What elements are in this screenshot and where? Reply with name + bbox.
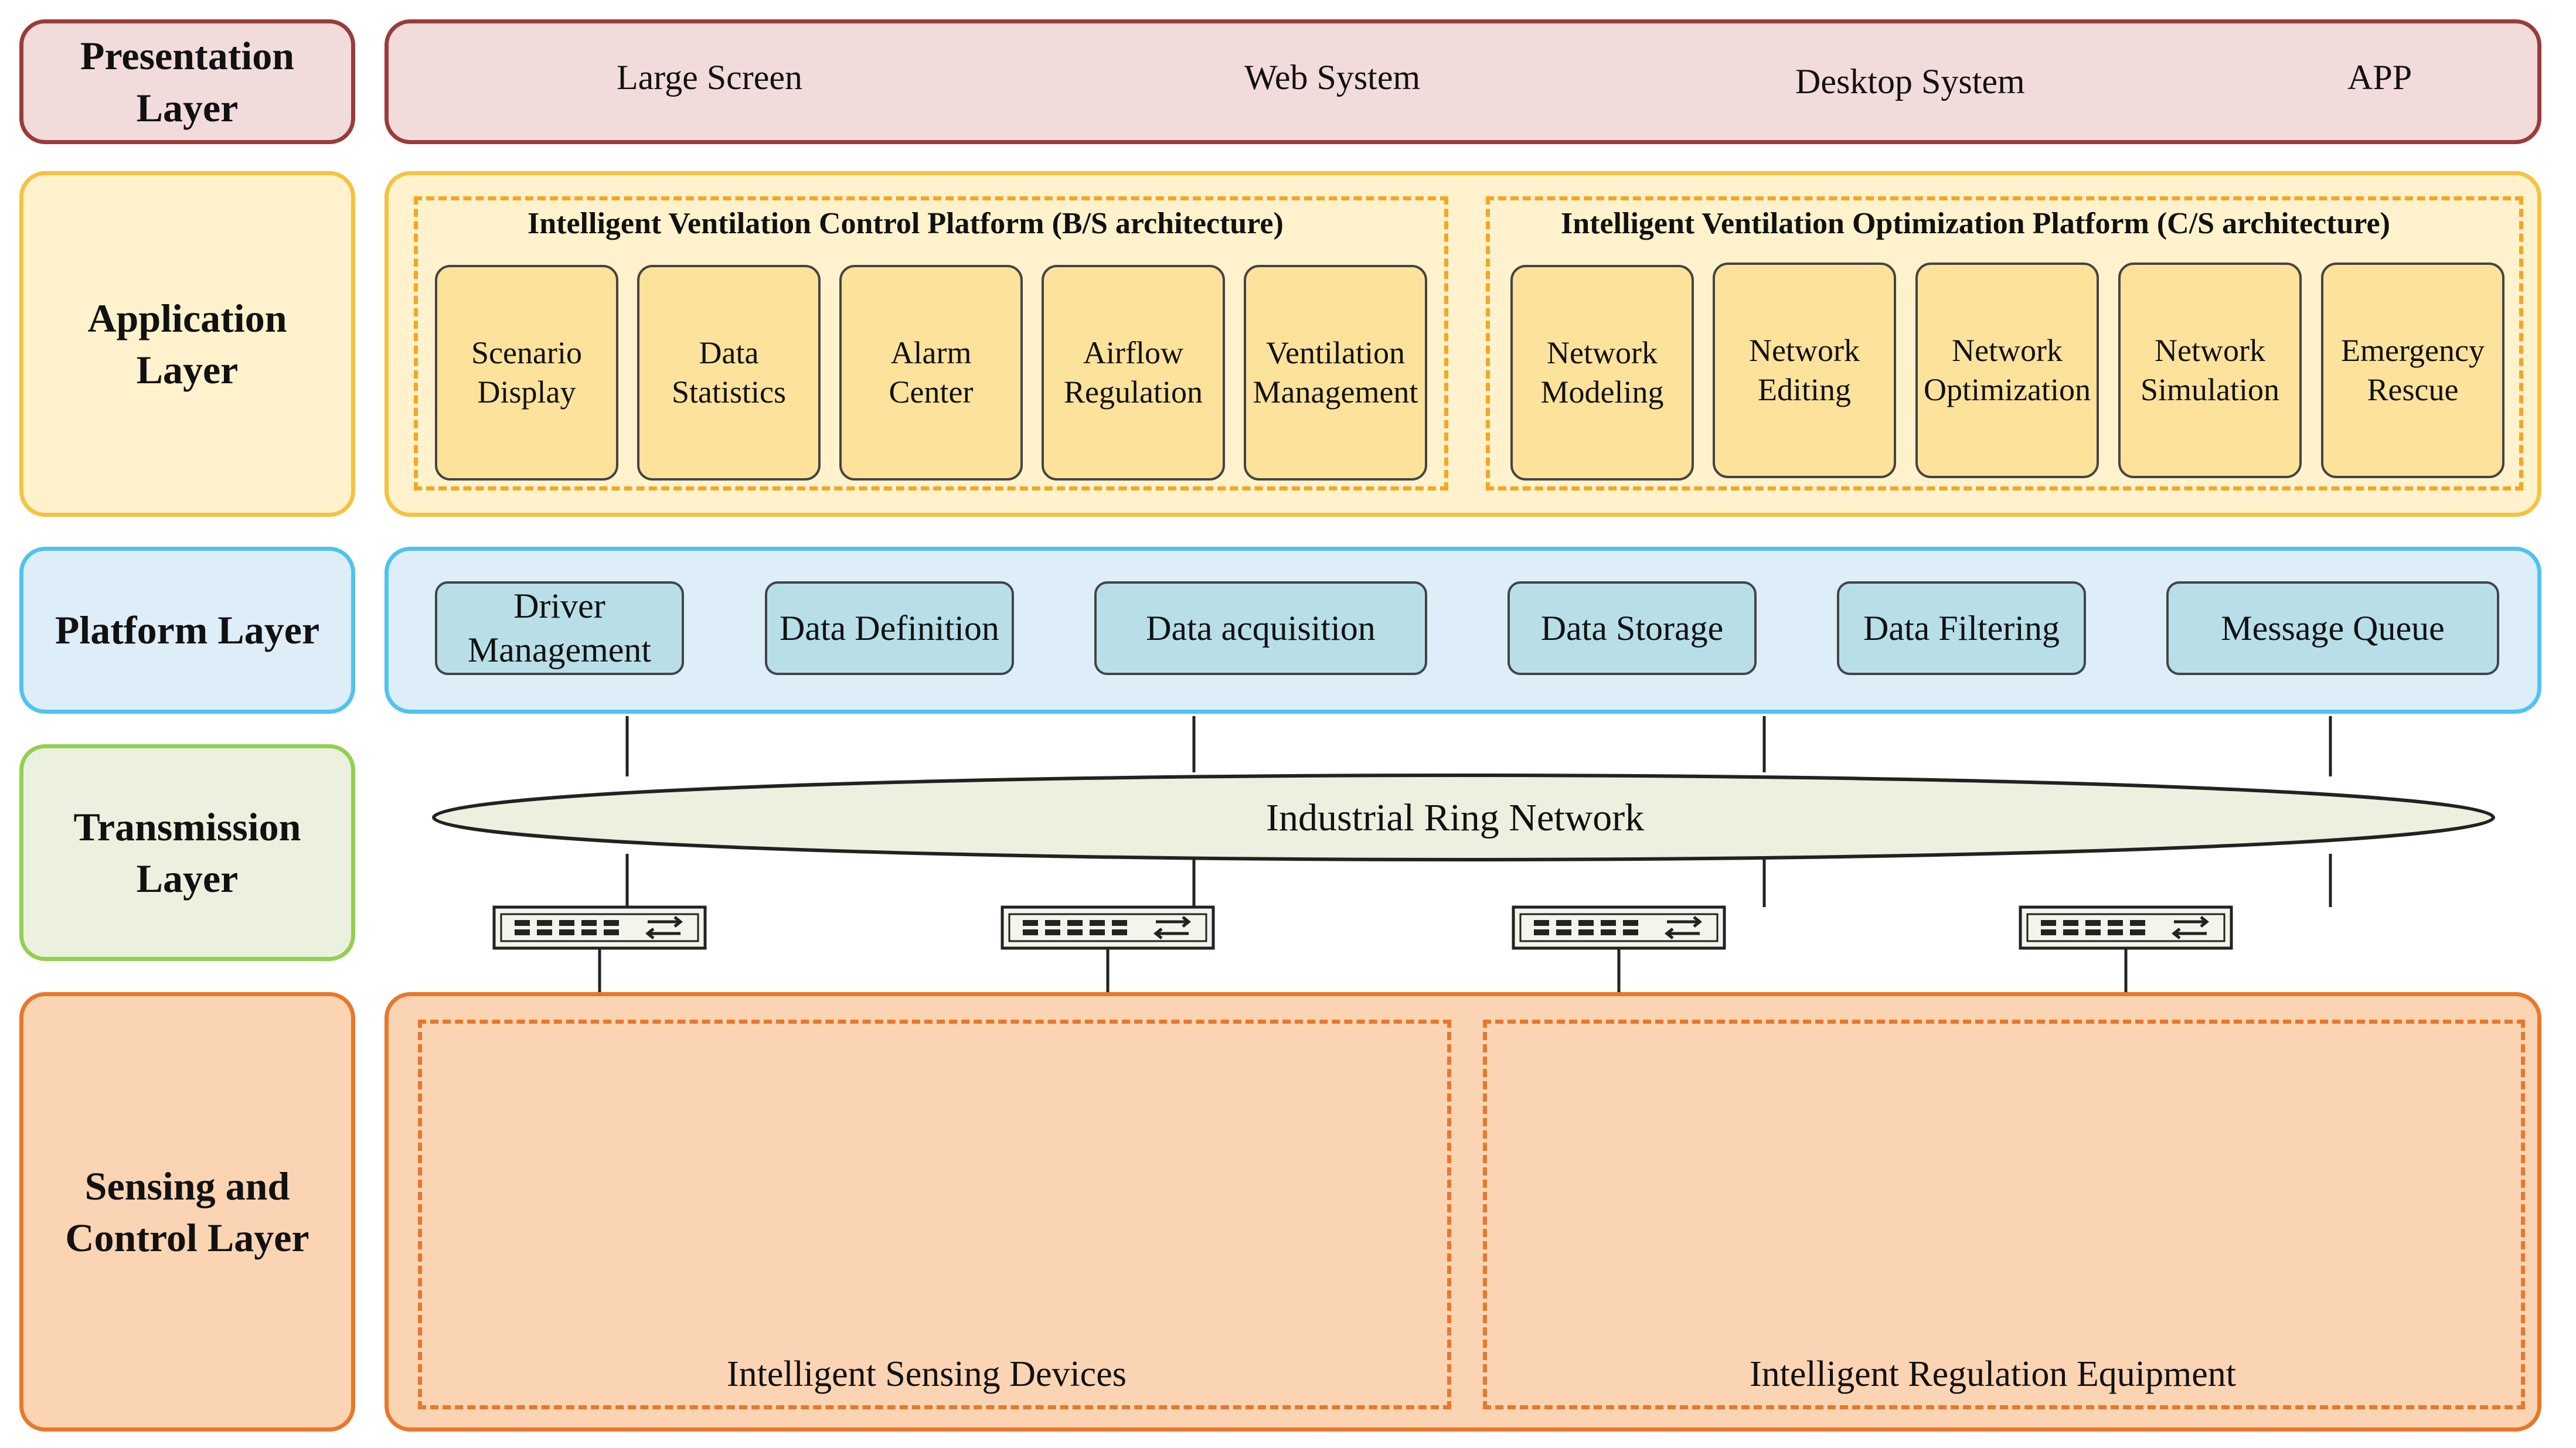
sensing-devices-group xyxy=(418,1020,1451,1409)
platform-layer-label: Platform Layer xyxy=(19,547,355,714)
module-network-optimization[interactable]: Network Optimization xyxy=(1915,263,2099,478)
sensing-devices-caption: Intelligent Sensing Devices xyxy=(727,1354,1127,1394)
module-network-modeling[interactable]: Network Modeling xyxy=(1510,265,1694,481)
network-switch-icon xyxy=(1001,905,1215,950)
module-driver-management[interactable]: Driver Management xyxy=(435,581,684,675)
module-data-filtering[interactable]: Data Filtering xyxy=(1837,581,2086,675)
regulation-equipment-caption: Intelligent Regulation Equipment xyxy=(1750,1354,2236,1394)
presentation-layer-label: Presentation Layer xyxy=(19,19,355,144)
module-network-simulation[interactable]: Network Simulation xyxy=(2118,263,2302,478)
sensing-layer-panel xyxy=(384,992,2541,1432)
module-message-queue[interactable]: Message Queue xyxy=(2166,581,2499,675)
cs-platform-title: Intelligent Ventilation Optimization Pla… xyxy=(1561,207,2390,240)
network-switch-icon xyxy=(1512,905,1726,950)
industrial-ring-network xyxy=(432,774,2495,861)
module-data-storage[interactable]: Data Storage xyxy=(1508,581,1757,675)
presentation-item-web-system: Web System xyxy=(1244,58,1421,97)
regulation-equipment-group xyxy=(1483,1020,2525,1409)
presentation-item-app: APP xyxy=(2347,58,2412,97)
module-scenario-display[interactable]: Scenario Display xyxy=(435,265,618,481)
module-network-editing[interactable]: Network Editing xyxy=(1713,263,1896,478)
module-alarm-center[interactable]: Alarm Center xyxy=(839,265,1023,481)
presentation-layer-panel xyxy=(384,19,2541,144)
module-data-acquisition[interactable]: Data acquisition xyxy=(1094,581,1427,675)
module-emergency-rescue[interactable]: Emergency Rescue xyxy=(2321,263,2504,478)
transmission-layer-label: Transmission Layer xyxy=(19,744,355,961)
module-data-definition[interactable]: Data Definition xyxy=(765,581,1014,675)
network-switch-icon xyxy=(2019,905,2233,950)
presentation-item-large-screen: Large Screen xyxy=(617,58,803,97)
application-layer-label: Application Layer xyxy=(19,171,355,517)
sensing-layer-label: Sensing and Control Layer xyxy=(19,992,355,1432)
cs-platform-group xyxy=(1486,196,2523,490)
module-data-statistics[interactable]: Data Statistics xyxy=(637,265,821,481)
module-airflow-regulation[interactable]: Airflow Regulation xyxy=(1042,265,1225,481)
bs-platform-group xyxy=(414,196,1448,490)
ring-network-label: Industrial Ring Network xyxy=(1266,796,1645,839)
module-ventilation-management[interactable]: Ventilation Management xyxy=(1244,265,1427,481)
bs-platform-title: Intelligent Ventilation Control Platform… xyxy=(528,207,1284,240)
presentation-item-desktop-system: Desktop System xyxy=(1795,62,2025,101)
network-switch-icon xyxy=(492,905,707,950)
